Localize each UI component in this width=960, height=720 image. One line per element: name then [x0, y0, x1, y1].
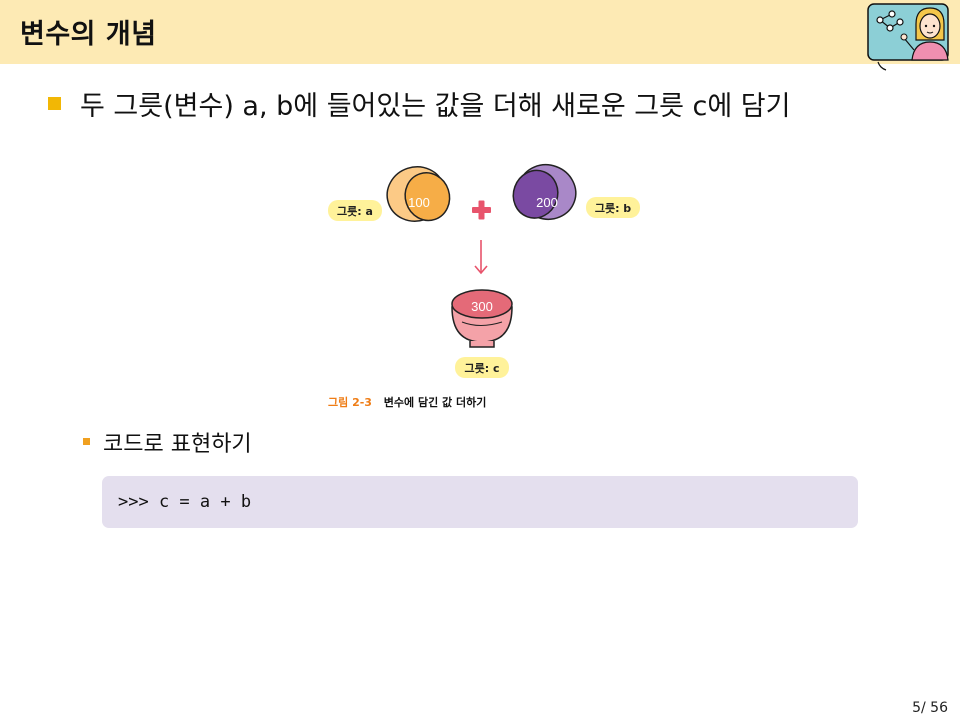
bowl-a-label: 그릇: a — [337, 205, 373, 218]
plus-icon — [472, 200, 491, 220]
bowl-c-icon — [451, 289, 513, 348]
slide-header: 변수의 개념 — [0, 0, 960, 71]
svg-text:그림 2-3 변수에 담긴 값 더하기: 그림 2-3 변수에 담긴 값 더하기 — [328, 395, 486, 409]
bowl-b-value: 200 — [536, 195, 558, 210]
page-number: 5/ 56 — [912, 700, 948, 716]
bowl-c-value: 300 — [471, 299, 493, 314]
bowl-b-icon — [512, 164, 577, 220]
figure-caption-number: 그림 2-3 — [328, 396, 372, 409]
presenter-avatar — [864, 2, 954, 72]
slide-title: 변수의 개념 — [20, 19, 157, 50]
molecule-icon — [876, 10, 904, 32]
bowl-a-icon — [386, 166, 451, 222]
bowl-b-label: 그릇: b — [595, 202, 631, 215]
main-bullet-text: 두 그릇(변수) a, b에 들어있는 값을 더해 새로운 그릇 c에 담기 — [80, 91, 791, 122]
code-line: >>> c = a + b — [118, 492, 252, 512]
sub-bullet-text: 코드로 표현하기 — [103, 432, 252, 457]
bowl-figure: 100 그릇: a 200 그릇: b 300 — [320, 152, 650, 422]
sub-bullet-marker — [83, 438, 90, 445]
bowl-a-value: 100 — [408, 195, 430, 210]
arrow-down-icon — [474, 240, 488, 275]
figure-caption-text: 변수에 담긴 값 더하기 — [384, 395, 487, 409]
code-block: >>> c = a + b — [102, 476, 858, 528]
bullet-marker — [48, 97, 61, 110]
bowl-c-label: 그릇: c — [465, 362, 500, 375]
